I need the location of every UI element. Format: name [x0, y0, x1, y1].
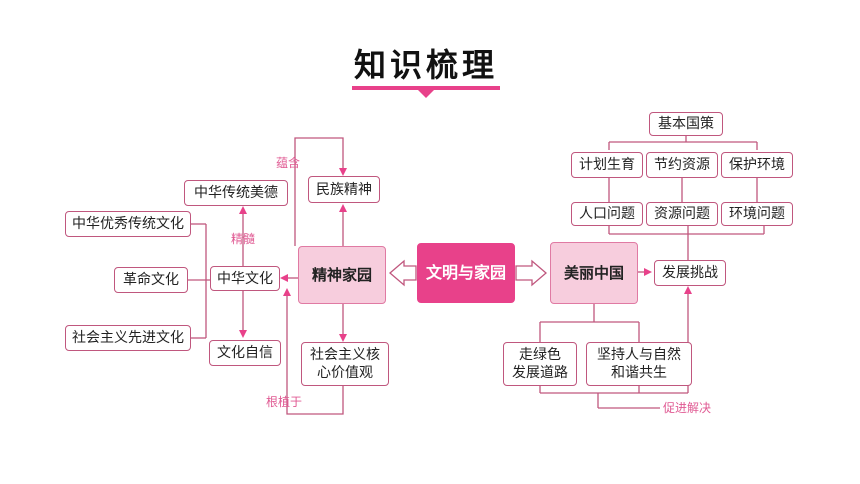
beautiful-china-node: 美丽中国	[550, 242, 638, 304]
env-protect-node: 保护环境	[721, 152, 793, 178]
socialist-culture-node: 社会主义先进文化	[65, 325, 191, 351]
zhonghua-culture-node: 中华文化	[210, 266, 280, 291]
core-values-line2: 心价值观	[317, 365, 373, 381]
page-title: 知识梳理	[353, 46, 498, 84]
harmony-line2: 和谐共生	[611, 365, 667, 381]
center-node: 文明与家园	[417, 243, 515, 303]
label-rooted: 根植于	[266, 395, 303, 409]
title-underline	[352, 86, 500, 90]
harmony-node: 坚持人与自然 和谐共生	[586, 342, 692, 386]
policy-node: 基本国策	[649, 112, 723, 136]
virtue-node: 中华传统美德	[184, 180, 288, 206]
population-node: 人口问题	[571, 202, 643, 226]
revolution-culture-node: 革命文化	[114, 267, 188, 293]
spirit-home-node: 精神家园	[298, 246, 386, 304]
env-problem-node: 环境问题	[721, 202, 793, 226]
confidence-node: 文化自信	[209, 340, 281, 366]
core-values-node: 社会主义核 心价值观	[301, 342, 389, 386]
green-path-line1: 走绿色	[519, 347, 561, 363]
resource-problem-node: 资源问题	[646, 202, 718, 226]
label-contains: 蕴含	[276, 156, 301, 170]
label-promote: 促进解决	[663, 401, 712, 415]
core-values-line1: 社会主义核	[310, 347, 380, 363]
family-planning-node: 计划生育	[571, 152, 643, 178]
harmony-line1: 坚持人与自然	[597, 347, 681, 363]
excellent-culture-node: 中华优秀传统文化	[65, 211, 191, 237]
national-spirit-node: 民族精神	[308, 176, 380, 203]
green-path-line2: 发展道路	[512, 365, 568, 381]
resource-saving-node: 节约资源	[646, 152, 718, 178]
challenge-node: 发展挑战	[654, 260, 726, 286]
center-to-china-arrow	[515, 259, 547, 287]
label-essence: 精髓	[231, 232, 256, 246]
center-to-spirit-arrow	[389, 259, 417, 287]
title-pointer	[418, 90, 434, 98]
green-path-node: 走绿色 发展道路	[503, 342, 577, 386]
